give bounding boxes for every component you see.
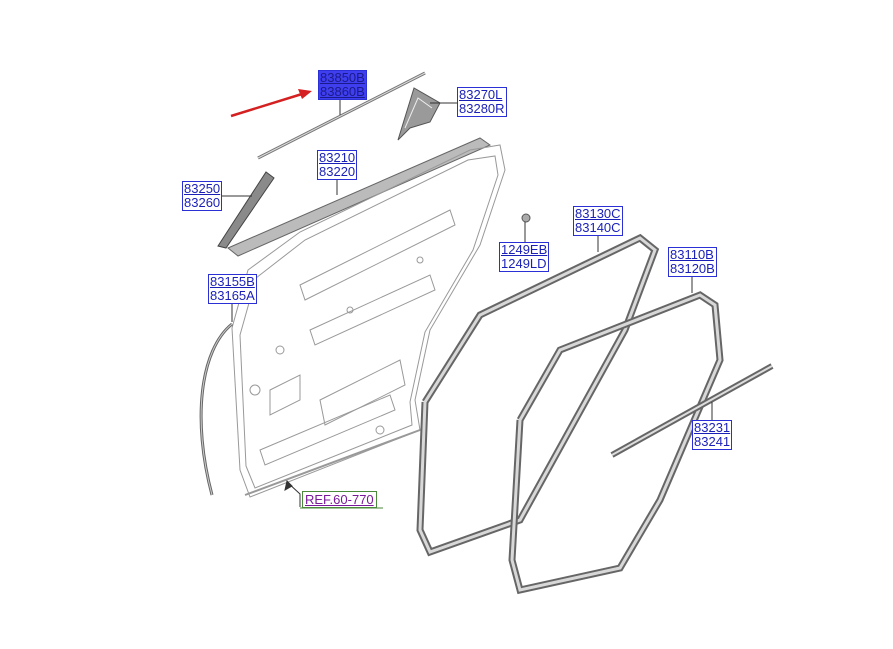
part-number: 83231 [694,420,731,435]
callout-belt-moulding[interactable]: 83850B 83860B [318,70,367,100]
lower-seal-part [610,363,774,458]
callout-lower-seal[interactable]: 83231 83241 [692,420,733,450]
red-pointer-arrow [230,89,312,118]
part-number: 83165A [210,288,255,303]
part-number: 1249EB [501,242,548,257]
leader-lines [222,97,713,509]
callout-door-weatherstrip[interactable]: 83130C 83140C [573,206,623,236]
door-weatherstrip-part [416,233,660,557]
triangle-garnish-part [217,171,275,249]
part-number: 83155B [210,274,255,289]
callout-bolt[interactable]: 1249EB 1249LD [499,242,550,272]
part-number: 83120B [670,261,715,276]
glass-run-channel-part [227,137,492,257]
part-number: 83220 [319,164,356,179]
part-number: 1249LD [501,256,547,271]
door-panel-part [231,144,506,498]
part-number: 83140C [575,220,621,235]
part-number: 83250 [184,181,221,196]
callout-body-weatherstrip[interactable]: 83110B 83120B [668,247,717,277]
callout-corner-bracket[interactable]: 83270L 83280R [457,87,507,117]
part-number: 83241 [694,434,731,449]
callout-triangle-garnish[interactable]: 83250 83260 [182,181,223,211]
bolt-part [521,213,531,223]
part-number: 83110B [670,247,714,262]
part-number: 83130C [575,206,621,221]
part-number: 83210 [319,150,356,165]
part-number: 83860B [320,84,365,99]
part-number: 83850B [320,70,365,85]
belt-moulding-part [257,71,426,160]
corner-bracket-part [397,87,441,141]
callout-door-side-seal[interactable]: 83155B 83165A [208,274,257,304]
body-weatherstrip-part [508,291,724,595]
part-number: 83270L [459,87,503,102]
callout-glass-run-channel[interactable]: 83210 83220 [317,150,358,180]
reference-link[interactable]: REF.60-770 [302,491,377,508]
door-side-seal-part [199,322,233,496]
part-number: 83260 [184,195,221,210]
part-number: 83280R [459,101,505,116]
